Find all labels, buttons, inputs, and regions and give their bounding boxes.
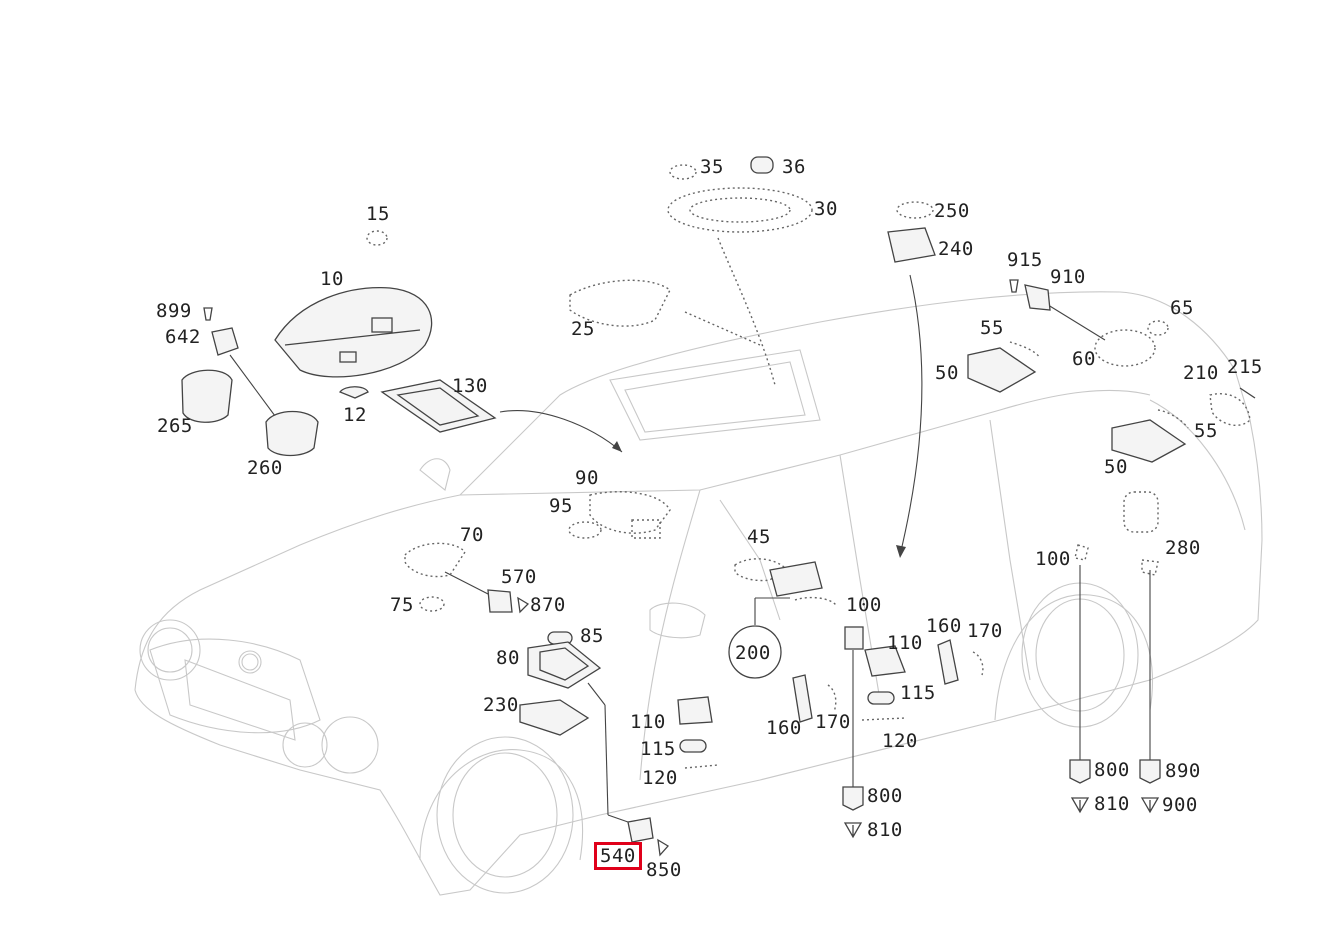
callout-900[interactable]: 900 bbox=[1162, 794, 1198, 816]
callout-260[interactable]: 260 bbox=[247, 457, 283, 479]
callout-36[interactable]: 36 bbox=[782, 156, 806, 178]
callout-130[interactable]: 130 bbox=[452, 375, 488, 397]
callout-45[interactable]: 45 bbox=[747, 526, 771, 548]
callout-280[interactable]: 280 bbox=[1165, 537, 1201, 559]
callout-160[interactable]: 160 bbox=[766, 717, 802, 739]
callout-915[interactable]: 915 bbox=[1007, 249, 1043, 271]
assembly-arrows bbox=[499, 237, 923, 558]
callout-85[interactable]: 85 bbox=[580, 625, 604, 647]
callout-160[interactable]: 160 bbox=[926, 615, 962, 637]
callout-250[interactable]: 250 bbox=[934, 200, 970, 222]
callout-215[interactable]: 215 bbox=[1227, 356, 1263, 378]
callout-95[interactable]: 95 bbox=[549, 495, 573, 517]
callout-50[interactable]: 50 bbox=[1104, 456, 1128, 478]
callout-800[interactable]: 800 bbox=[1094, 759, 1130, 781]
callout-110[interactable]: 110 bbox=[887, 632, 923, 654]
callout-30[interactable]: 30 bbox=[814, 198, 838, 220]
callout-110[interactable]: 110 bbox=[630, 711, 666, 733]
callout-75[interactable]: 75 bbox=[390, 594, 414, 616]
callout-540-highlighted[interactable]: 540 bbox=[594, 842, 642, 870]
callout-120[interactable]: 120 bbox=[642, 767, 678, 789]
parts-sketches bbox=[181, 156, 1256, 857]
callout-80[interactable]: 80 bbox=[496, 647, 520, 669]
callout-120[interactable]: 120 bbox=[882, 730, 918, 752]
callout-35[interactable]: 35 bbox=[700, 156, 724, 178]
callout-55[interactable]: 55 bbox=[980, 317, 1004, 339]
callout-899[interactable]: 899 bbox=[156, 300, 192, 322]
callout-570[interactable]: 570 bbox=[501, 566, 537, 588]
callout-115[interactable]: 115 bbox=[900, 682, 936, 704]
callout-210[interactable]: 210 bbox=[1183, 362, 1219, 384]
callout-115[interactable]: 115 bbox=[640, 738, 676, 760]
callout-70[interactable]: 70 bbox=[460, 524, 484, 546]
car-body-outline bbox=[134, 291, 1263, 896]
callout-50[interactable]: 50 bbox=[935, 362, 959, 384]
callout-910[interactable]: 910 bbox=[1050, 266, 1086, 288]
callout-200[interactable]: 200 bbox=[735, 642, 771, 664]
callout-810[interactable]: 810 bbox=[867, 819, 903, 841]
callout-25[interactable]: 25 bbox=[571, 318, 595, 340]
callout-810[interactable]: 810 bbox=[1094, 793, 1130, 815]
callout-230[interactable]: 230 bbox=[483, 694, 519, 716]
callout-870[interactable]: 870 bbox=[530, 594, 566, 616]
callout-642[interactable]: 642 bbox=[165, 326, 201, 348]
callout-10[interactable]: 10 bbox=[320, 268, 344, 290]
callout-65[interactable]: 65 bbox=[1170, 297, 1194, 319]
callout-265[interactable]: 265 bbox=[157, 415, 193, 437]
callout-800[interactable]: 800 bbox=[867, 785, 903, 807]
callout-850[interactable]: 850 bbox=[646, 859, 682, 881]
callout-100[interactable]: 100 bbox=[1035, 548, 1071, 570]
callout-890[interactable]: 890 bbox=[1165, 760, 1201, 782]
callout-55[interactable]: 55 bbox=[1194, 420, 1218, 442]
callout-240[interactable]: 240 bbox=[938, 238, 974, 260]
callout-12[interactable]: 12 bbox=[343, 404, 367, 426]
callout-170[interactable]: 170 bbox=[967, 620, 1003, 642]
callout-170[interactable]: 170 bbox=[815, 711, 851, 733]
callout-60[interactable]: 60 bbox=[1072, 348, 1096, 370]
callout-100[interactable]: 100 bbox=[846, 594, 882, 616]
callout-15[interactable]: 15 bbox=[366, 203, 390, 225]
callout-90[interactable]: 90 bbox=[575, 467, 599, 489]
leader-lines bbox=[229, 299, 1151, 823]
